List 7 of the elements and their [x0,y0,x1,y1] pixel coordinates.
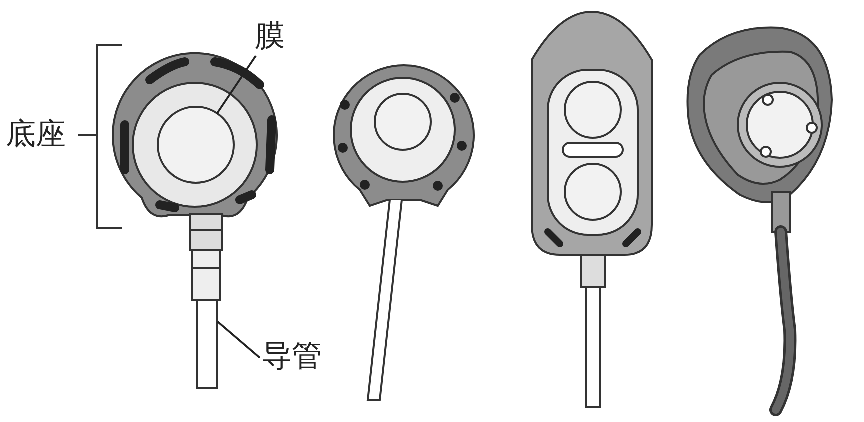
membrane [157,106,235,184]
leader-line [216,55,257,115]
callout-text: 导管 [262,340,322,374]
part-label: 底座 [6,118,66,152]
callout-text: 膜 [255,20,285,54]
catheter-tube [196,299,218,389]
leader-line [217,321,261,359]
